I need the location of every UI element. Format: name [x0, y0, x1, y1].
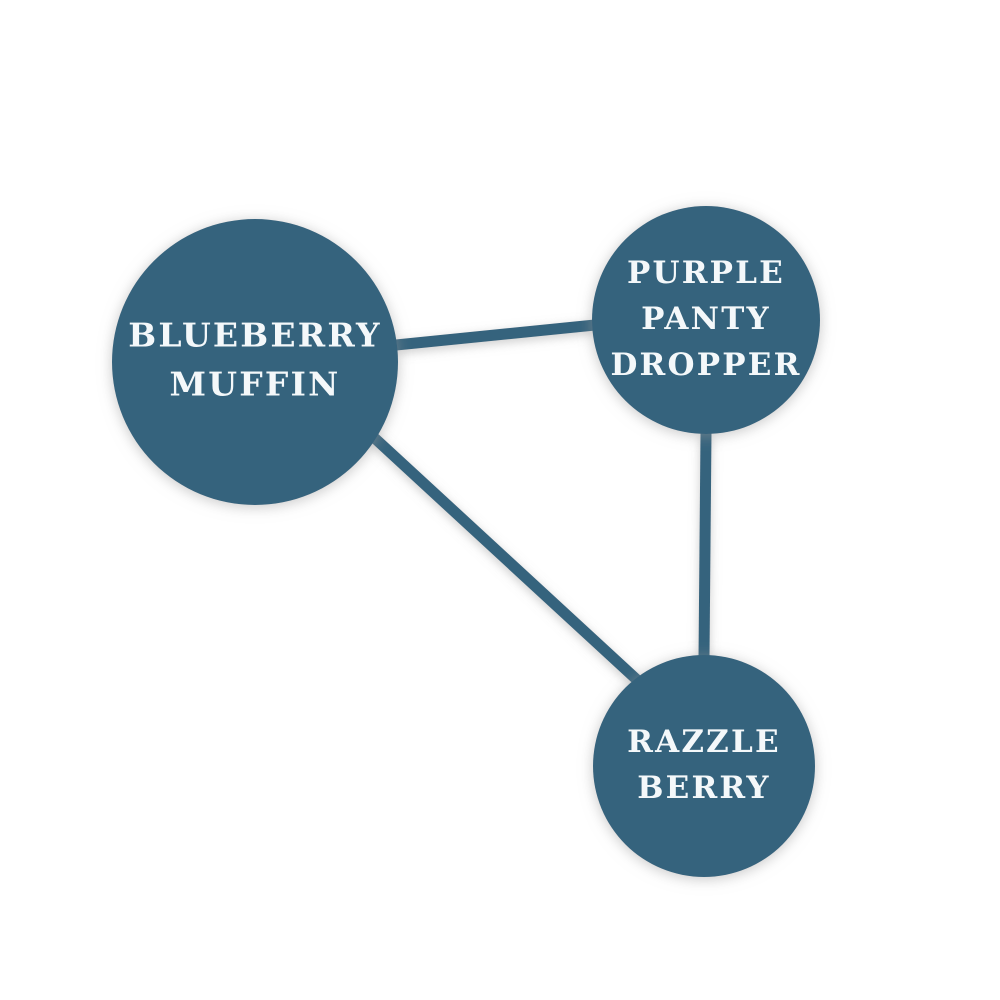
- node-purple-panty-dropper-circle[interactable]: [592, 206, 820, 434]
- node-blueberry-muffin-circle[interactable]: [112, 219, 398, 505]
- edge-purple-panty-dropper-to-razzle-berry[interactable]: [698, 431, 712, 659]
- edges-layer: [364, 319, 712, 695]
- node-razzle-berry-circle[interactable]: [593, 655, 815, 877]
- edge-blueberry-muffin-to-purple-panty-dropper[interactable]: [395, 319, 596, 351]
- edge-blueberry-muffin-to-razzle-berry[interactable]: [364, 427, 652, 695]
